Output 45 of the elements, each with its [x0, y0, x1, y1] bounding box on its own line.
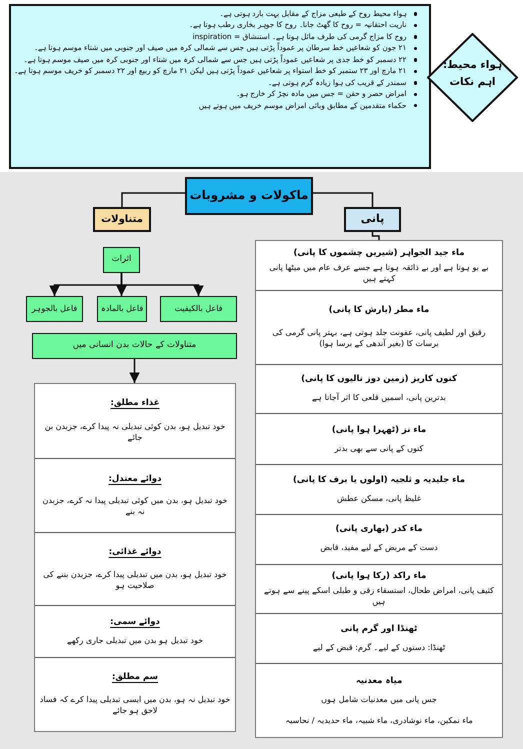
row-heading: ماء جید الجواہر (شیریں چشموں کا پانی): [294, 246, 464, 258]
diamond-title: ہواء محیط: اہم نکات: [442, 58, 503, 90]
row-heading: غذاء مطلق:: [110, 398, 160, 408]
row-text: بے بو ہوتا ہے اور بے ذائقہ ہوتا ہے جسے عرف عام میں میٹھا پانی کہتے ہیں: [268, 262, 490, 284]
connector-line: [313, 192, 374, 207]
flow-box: فاعل بالجوہر: [26, 296, 83, 322]
table: [34, 383, 236, 732]
row-heading: ماء کدر (بھاری پانی): [335, 524, 423, 534]
category-box: متناولات: [93, 207, 151, 232]
row-heading: ماء مطر (بارش کا پانی): [328, 305, 430, 316]
arrow: [49, 273, 122, 296]
row-text: رقیق اور لطیف پانی، عفونت جلد ہوتی ہے، بہتر پانی گرمی کی برسات کا (بغیر آندھی کے برسا ہوا): [271, 328, 487, 350]
flow-box: متناولات کے حالات بدن انسانی میں: [32, 333, 237, 359]
row-text: خود تبدیل ہو بدن میں تبدیلی جاری رکھے: [66, 636, 204, 648]
flow-box: فاعل بالکیفیت: [160, 296, 237, 322]
row-text: خود تبدیل ہو، بدن میں کوئی تبدیلی پیدا نہ کرے، جزبدن نہ بنے: [42, 496, 228, 518]
title-box: ماکولات و مشروبات: [185, 177, 313, 215]
connector-line: [121, 192, 185, 207]
row-text: خود تبدیل نہ ہو، بدن میں ایسی تبدیلی پیدا کرے کہ فساد لاحق ہو جائے: [39, 695, 231, 717]
arrow: [129, 359, 140, 383]
row-heading: دوائے غذائی:: [108, 546, 162, 558]
row-text: دست کے مریض کے لیے مفید، قابض: [320, 543, 438, 554]
row-heading: ٹھنڈا اور گرم پانی: [340, 624, 418, 634]
row-text: ماء نمکین، ماء نوشادری، ماء شبیہ، ماء حدیدیہ / نحاسیہ: [285, 716, 473, 726]
row-heading: ماء نز (ٹھہرا ہوا پانی): [332, 424, 426, 435]
row-text: جس پانی میں معدنیات شامل ہوں: [321, 695, 437, 706]
row-text: خود تبدیل ہو، بدن کوئی تبدیلی نہ پیدا کرے، جزبدن بن جائے: [44, 422, 226, 444]
row-text: بدترین پانی، اسمیں قلعی کا اثر آجاتا ہے: [312, 392, 446, 404]
row-text: خود تبدیل ہو، بدن میں تبدیلی پیدا کرے، جزبدن بننے کی صلاحیت ہو: [42, 570, 228, 592]
row-text: غلیظ پانی، مسکن عطش: [336, 494, 422, 504]
row-text: کثیف پانی، امراض طحال، استسقاء زقی و طبلی اسکے پینے سے ہوتے ہیں: [263, 586, 495, 608]
connector-line: [372, 232, 380, 240]
table: [255, 240, 503, 738]
row-heading: ماء جلیدیہ و ثلجیہ (اولوں یا برف کا پانی): [293, 474, 465, 486]
row-heading: سم مطلق:: [112, 672, 158, 682]
flow-box: اثرات: [103, 247, 140, 273]
row-heading: کنوں کاریز (زمین دوز نالیوں کا پانی): [301, 374, 457, 384]
row-heading: دوائے سمی:: [110, 616, 160, 628]
row-heading: دوائے معتدل:: [108, 472, 162, 484]
row-text: ٹھنڈا: دستوں کے لیے۔ گرم: قبض کے لیے: [312, 642, 446, 654]
row-heading: ماء راکد (رکا ہوا پانی): [332, 570, 426, 582]
row-text: کنوں کے پانی سے بھی بدتر: [334, 444, 424, 455]
flow-box: فاعل بالمادہ: [97, 296, 147, 322]
row-heading: میاہ معدنیہ: [356, 674, 402, 686]
category-box: پانی: [344, 207, 401, 232]
